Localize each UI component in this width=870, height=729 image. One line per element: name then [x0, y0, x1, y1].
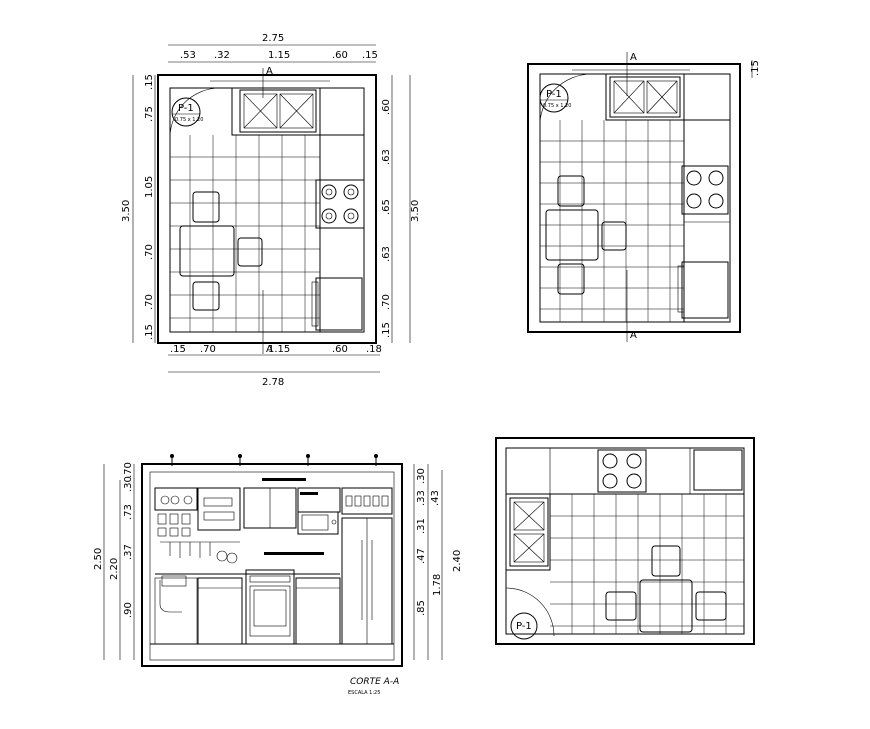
- plan1-top-dim-4: .60: [332, 50, 348, 61]
- elevation-left-inner: 2.20: [109, 558, 120, 580]
- plan1-left-dim-1: .15: [144, 74, 155, 90]
- plan1-section-mark-bottom: A: [266, 344, 273, 355]
- plan2-door: [539, 73, 593, 131]
- elevation-section: 2.50 2.20 .70 .30 .73 .37 .90 2.40 1.78 …: [93, 454, 463, 696]
- plan1-right-dim-2: .63: [381, 149, 392, 165]
- plan1-right-dim-1: .60: [381, 99, 392, 115]
- plan1-left-dim-3: 1.05: [144, 176, 155, 198]
- floor-plan-3: P-1: [495, 437, 755, 645]
- plan1-bottom-dim-4: .60: [332, 344, 348, 355]
- elevation-fridge: [341, 517, 393, 645]
- elevation-right-dim-6: .85: [416, 600, 427, 616]
- floor-plan-2: A A P-1 0.75 x 1.20 .15: [527, 52, 761, 342]
- plan1-door-tag: P-1: [178, 103, 194, 114]
- plan1-stove: [315, 179, 365, 229]
- plan2-section-mark-top: A: [630, 52, 637, 63]
- plan3-stove: [597, 449, 647, 493]
- plan1-outer-wall: [157, 74, 377, 344]
- plan2-door-tag: P-1: [546, 89, 562, 100]
- elevation-right-dim-4: .31: [416, 518, 427, 534]
- plan1-top-dim-5: .15: [362, 50, 378, 61]
- plan1-dining-table: [179, 191, 263, 311]
- plan1-bottom-dim-2: .70: [200, 344, 216, 355]
- elevation-stove: [245, 569, 295, 645]
- plan3-sink: [509, 497, 549, 567]
- plan1-right-dim-3: .65: [381, 199, 392, 215]
- plan1-fridge: [315, 277, 363, 331]
- elevation-shelf-items: [157, 495, 389, 537]
- elevation-right-dim-2: .33: [416, 490, 427, 506]
- plan2-dining-table: [545, 175, 627, 295]
- plan1-left-total: 3.50: [121, 200, 132, 222]
- plan1-right-total: 3.50: [410, 200, 421, 222]
- plan1-bottom-total: 2.78: [262, 377, 284, 388]
- elevation-left-dim-3: .73: [123, 504, 134, 520]
- elevation-subtitle: ESCALA 1:25: [348, 690, 380, 696]
- elevation-right-dim-3: .43: [430, 490, 441, 506]
- plan3-tile-grid: [550, 494, 744, 634]
- plan1-bottom-dim-1: .15: [170, 344, 186, 355]
- elevation-left-dim-2: .30: [123, 476, 134, 492]
- plan1-top-dim-1: .53: [180, 50, 196, 61]
- plan1-left-dim-5: .70: [144, 294, 155, 310]
- plan1-bottom-dim-5: .18: [366, 344, 382, 355]
- elevation-title: CORTE A-A: [350, 677, 399, 687]
- plan1-left-dim-2: .75: [144, 106, 155, 122]
- plan3-dining-table: [605, 545, 727, 633]
- elevation-left-dim-4: .37: [123, 544, 134, 560]
- plan1-right-dim-5: .70: [381, 294, 392, 310]
- plan1-top-dim-2: .32: [214, 50, 230, 61]
- plan2-side-dim: .15: [750, 60, 761, 76]
- plan2-fridge: [681, 261, 729, 319]
- plan2-stove: [681, 165, 729, 215]
- plan1-top-dim-3: 1.15: [268, 50, 290, 61]
- elevation-left-outer: 2.50: [93, 548, 104, 570]
- elevation-right-outer: 2.40: [452, 550, 463, 572]
- plan1-left-dim-6: .15: [144, 324, 155, 340]
- plan2-door-tag-sub: 0.75 x 1.20: [543, 103, 571, 109]
- plan1-door-tag-sub: 0.75 x 1.20: [175, 117, 203, 123]
- elevation-right-inner: 1.78: [432, 574, 443, 596]
- elevation-upper-cabinets: [154, 487, 393, 535]
- plan1-bottom-dim-3: 1.15: [268, 344, 290, 355]
- plan1-right-dim-6: .15: [381, 322, 392, 338]
- elevation-left-dim-5: .90: [123, 602, 134, 618]
- plan1-sink: [239, 89, 317, 133]
- plan1-right-dim-4: .63: [381, 246, 392, 262]
- elevation-left-dim-1: .70: [123, 462, 134, 478]
- floor-plan-1: A A P-1 0.75 x 1.20 2.75 .53 .32 1.15 .6…: [121, 33, 421, 388]
- plan1-left-dim-4: .70: [144, 244, 155, 260]
- plan2-sink: [609, 76, 681, 118]
- plan1-section-mark-top: A: [266, 66, 273, 77]
- elevation-right-dim-1: .30: [416, 468, 427, 484]
- plan3-door-tag: P-1: [516, 621, 532, 632]
- plan1-inner-wall: [169, 87, 365, 333]
- elevation-right-dim-5: .47: [416, 548, 427, 564]
- plan2-section-mark-bottom: A: [630, 330, 637, 341]
- elevation-utensils: [160, 541, 240, 564]
- plan1-door: [169, 87, 221, 141]
- plan1-top-total: 2.75: [262, 33, 284, 44]
- plan2-tile-grid: [540, 120, 684, 322]
- plan3-fridge: [693, 449, 743, 491]
